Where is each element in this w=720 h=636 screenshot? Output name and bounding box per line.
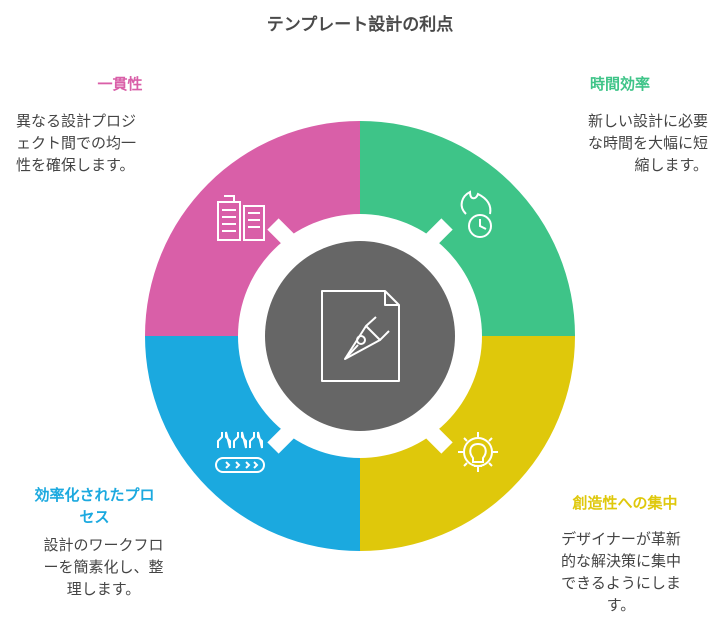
pen-document-icon bbox=[321, 290, 400, 382]
heading-process: 効率化されたプロ セス bbox=[34, 486, 155, 526]
segment-efficiency bbox=[360, 121, 575, 336]
buildings-icon bbox=[217, 195, 265, 241]
heading-creativity: 創造性への集中 bbox=[572, 494, 678, 512]
segment-consistency bbox=[145, 121, 360, 336]
desc-process: 設計のワークフロ ーを簡素化し、整 理します。 bbox=[43, 536, 164, 598]
heading-consistency: 一貫性 bbox=[97, 75, 143, 93]
page-title: テンプレート設計の利点 bbox=[266, 15, 454, 35]
desc-efficiency: 新しい設計に必要 な時間を大幅に短 縮します。 bbox=[587, 112, 708, 174]
heading-efficiency: 時間効率 bbox=[589, 75, 650, 93]
desc-creativity: デザイナーが革新 的な解決策に集中 できるようにしま す。 bbox=[560, 530, 681, 614]
gear-bulb-icon bbox=[458, 432, 498, 472]
segment-process bbox=[145, 336, 360, 551]
fire-clock-icon bbox=[460, 190, 492, 238]
conveyor-bottles-icon bbox=[215, 431, 265, 473]
desc-consistency: 異なる設計プロジ ェクト間での均一 性を確保します。 bbox=[16, 112, 137, 174]
